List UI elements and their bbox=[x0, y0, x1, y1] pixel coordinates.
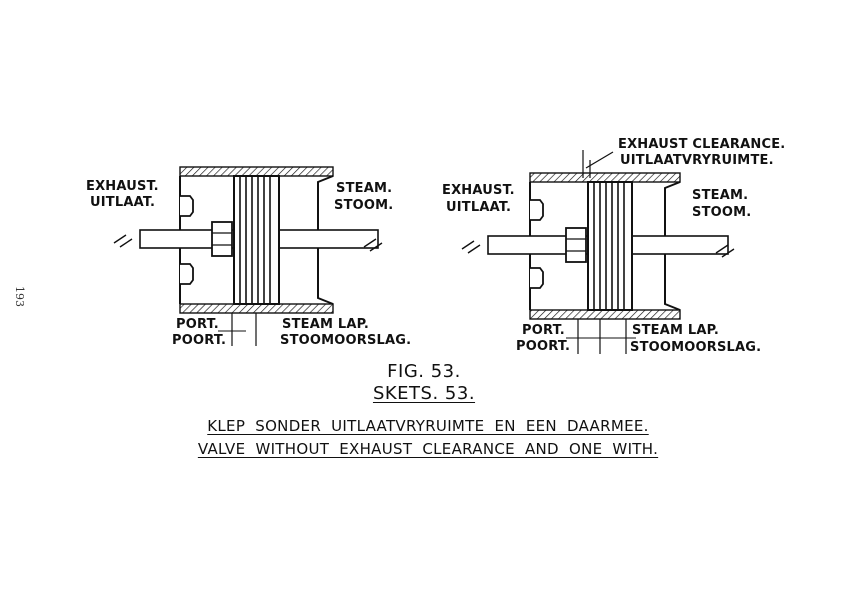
figure-number-af: SKETS. 53. bbox=[372, 383, 476, 404]
left-lap-label-en: STEAM LAP. bbox=[282, 317, 370, 332]
left-lap-label-af: STOOMOORSLAG. bbox=[280, 333, 412, 348]
left-piston-rings bbox=[233, 175, 280, 305]
right-rod-break-right bbox=[715, 244, 735, 258]
right-steam-label-af: STOOM. bbox=[692, 205, 752, 220]
right-port-lug-top bbox=[530, 199, 544, 221]
clearance-label-en: EXHAUST CLEARANCE. bbox=[618, 137, 786, 152]
clearance-label-af: UITLAATVRYRUIMTE. bbox=[620, 153, 774, 168]
left-exhaust-label-en: EXHAUST. bbox=[86, 179, 159, 194]
left-bottom-wall bbox=[179, 303, 334, 314]
left-nut bbox=[211, 221, 233, 257]
left-top-wall bbox=[179, 166, 334, 177]
left-exhaust-label-af: UITLAAT. bbox=[90, 195, 156, 210]
right-port-label-en: PORT. bbox=[522, 323, 565, 338]
right-lap-label-en: STEAM LAP. bbox=[632, 323, 720, 338]
caption-line-en: VALVE WITHOUT EXHAUST CLEARANCE AND ONE … bbox=[197, 440, 659, 458]
right-lap-label-af: STOOMOORSLAG. bbox=[630, 340, 762, 355]
figure-number-en: FIG. 53. bbox=[387, 361, 461, 382]
left-port-lug-bottom bbox=[180, 263, 194, 285]
left-rod-break-right bbox=[363, 238, 383, 252]
left-valve-diagram bbox=[113, 166, 383, 346]
right-port-label-af: POORT. bbox=[516, 339, 571, 354]
caption-line-af: KLEP SONDER UITLAATVRYRUIMTE EN EEN DAAR… bbox=[207, 417, 649, 435]
left-rod-break-left bbox=[113, 234, 133, 248]
right-nut bbox=[565, 227, 587, 263]
right-exhaust-label-af: UITLAAT. bbox=[446, 200, 512, 215]
right-valve-diagram bbox=[461, 150, 735, 354]
left-port-lug-top bbox=[180, 195, 194, 217]
left-port-label-af: POORT. bbox=[172, 333, 227, 348]
right-bottom-wall bbox=[529, 309, 681, 320]
right-rod-break-left bbox=[461, 240, 481, 254]
right-top-wall bbox=[529, 172, 681, 183]
left-steam-label-af: STOOM. bbox=[334, 198, 394, 213]
right-steam-label-en: STEAM. bbox=[692, 188, 749, 203]
right-port-lug-bottom bbox=[530, 267, 544, 289]
left-steam-label-en: STEAM. bbox=[336, 181, 393, 196]
left-port-label-en: PORT. bbox=[176, 317, 219, 332]
right-exhaust-label-en: EXHAUST. bbox=[442, 183, 515, 198]
